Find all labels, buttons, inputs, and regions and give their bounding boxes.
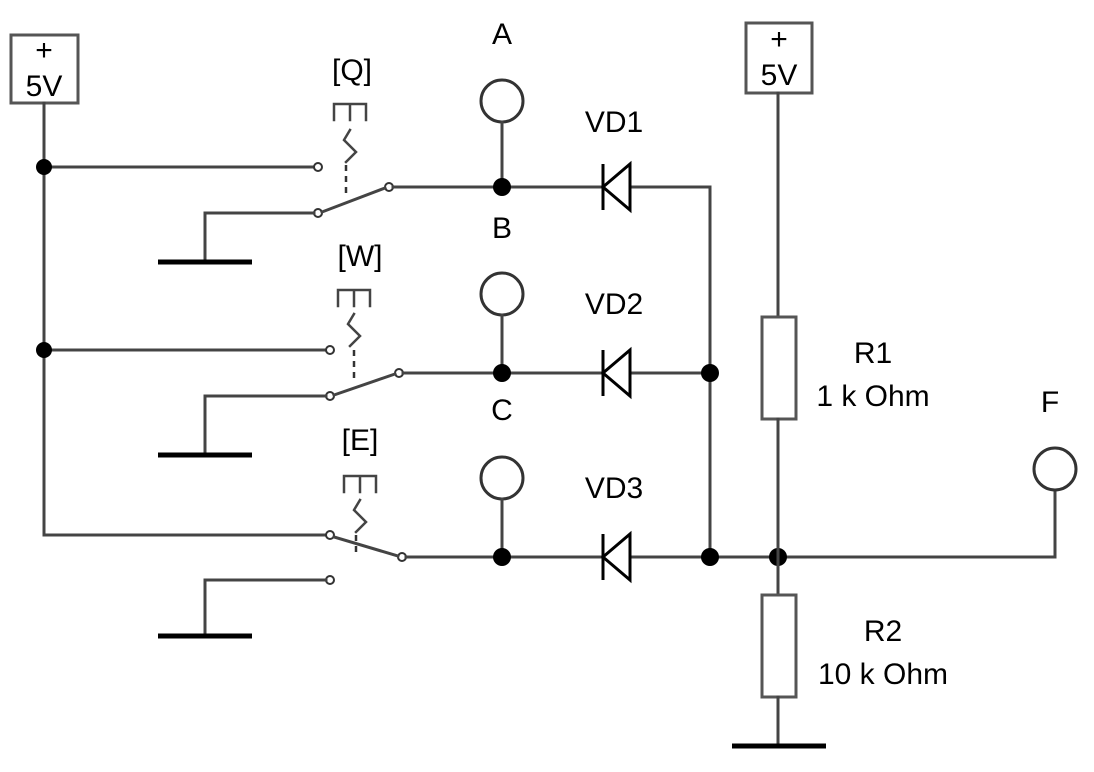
diode-vd1: VD1 [585,106,643,214]
switch-e-button [342,474,378,494]
diode-vd1-label: VD1 [585,106,643,139]
diode-vd2-label: VD2 [585,288,643,321]
diode-vd3-triangle [600,530,632,584]
switch-w-lever [332,372,397,397]
input-probe-a: A [479,18,525,189]
input-a-label: A [492,18,512,51]
switch-q-lever [320,186,387,214]
diode-vd2-triangle [600,346,632,400]
resistor-r1-body [760,315,798,421]
supply-right-box [744,21,814,95]
ground-q-wire [203,211,316,264]
switch-q-spring [342,128,358,164]
output-f-probe [1032,446,1078,492]
supply-left-plus: + [35,34,53,67]
switch-q-button [332,102,368,122]
input-probe-b: B [479,212,525,375]
switch-q[interactable]: [Q] [313,54,394,218]
switch-e-key: [E] [342,424,379,457]
input-b-label: B [492,212,512,245]
switch-e[interactable]: [E] [325,424,407,585]
input-c-label: C [491,394,513,427]
switch-e-spring [352,498,368,534]
junction-dot [701,364,719,382]
input-probe-c: C [479,394,525,559]
resistor-r2-body [760,593,798,699]
switch-w-contact-top [325,345,335,355]
switch-q-key: [Q] [332,54,372,87]
diode-vd3: VD3 [585,472,643,584]
junction-dot [493,364,511,382]
junction-dot [493,178,511,196]
supply-right-value: 5V [761,59,798,92]
output-f-label: F [1041,386,1059,419]
junction-dot [36,159,52,175]
ground-w-wire [203,394,328,457]
diode-vd2: VD2 [585,288,643,400]
resistor-r2: R2 10 k Ohm [760,593,948,699]
resistor-r2-value: 10 k Ohm [818,658,948,691]
switch-w-key: [W] [338,240,383,273]
switch-q-contact-top [313,162,323,172]
resistor-r2-name: R2 [864,615,902,648]
diode-vd1-triangle [600,160,632,214]
output-probe-f: F [1032,386,1078,492]
supply-right-plus: + [770,23,788,56]
resistor-r1-value: 1 k Ohm [816,380,929,413]
diode-vd3-label: VD3 [585,472,643,505]
switch-e-lever [332,535,400,558]
input-b-probe [479,271,525,317]
input-c-probe [479,455,525,501]
switch-w-spring [346,312,362,348]
junction-dot [701,548,719,566]
supply-right: + 5V [744,21,814,95]
switch-w[interactable]: [W] [325,240,404,401]
switch-e-contact-top [325,530,335,540]
supply-left-value: 5V [26,70,63,103]
junction-dot [493,548,511,566]
junction-dot [36,342,52,358]
resistor-r1-name: R1 [854,337,892,370]
ground-e-wire [203,578,328,638]
resistor-r1: R1 1 k Ohm [760,315,930,421]
left-bus-wire [42,101,328,537]
switch-w-button [336,288,372,308]
supply-left: + 5V [9,33,80,105]
input-a-probe [479,78,525,124]
